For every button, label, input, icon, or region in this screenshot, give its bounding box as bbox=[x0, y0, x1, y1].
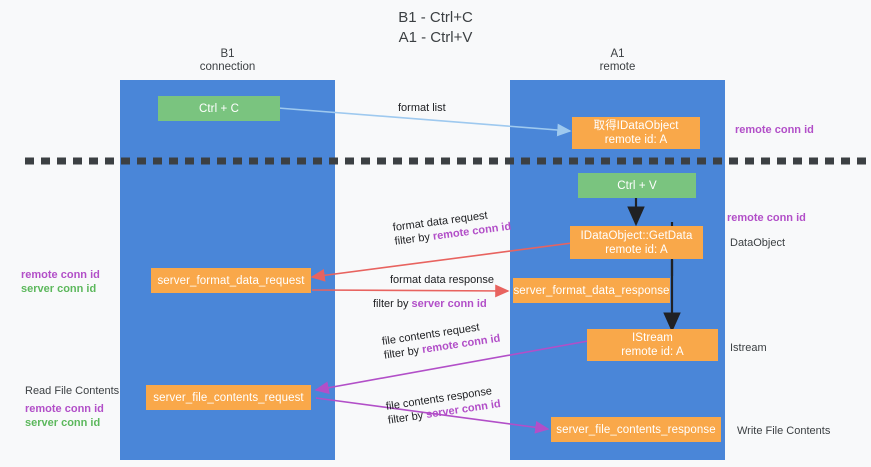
edge-label-format-data-response: format data response bbox=[390, 273, 494, 287]
annotation-left-server-conn-id-mid-text: server conn id bbox=[21, 283, 97, 295]
diagram-title: B1 - Ctrl+C A1 - Ctrl+V bbox=[0, 8, 871, 48]
annotation-right-remote-conn-id-top: remote conn id bbox=[735, 123, 814, 137]
node-server-format-data-response[interactable]: server_format_data_response bbox=[513, 278, 670, 303]
annotation-left-remote-conn-id-low: remote conn id bbox=[25, 402, 104, 416]
annotation-right-istream: Istream bbox=[730, 341, 767, 355]
node-getdata-line2: remote id: A bbox=[605, 243, 668, 256]
edge-label-format-data-request: format data request filter by remote con… bbox=[392, 206, 512, 249]
node-get-dataobject-line1: 取得IDataObject bbox=[593, 120, 679, 132]
column-header-a1: A1 remote bbox=[510, 48, 725, 74]
annotation-left-read-file-contents-text: Read File Contents bbox=[25, 385, 120, 397]
node-istream-line2: remote id: A bbox=[621, 346, 684, 358]
node-ctrl-c[interactable]: Ctrl + C bbox=[158, 96, 280, 121]
column-header-a1-role: remote bbox=[599, 61, 636, 73]
title-line-1: B1 - Ctrl+C bbox=[398, 9, 473, 26]
annotation-right-remote-conn-id-mid: remote conn id bbox=[727, 211, 806, 225]
annotation-right-remote-conn-id-top-text: remote conn id bbox=[735, 124, 814, 136]
edge-label-format-list-text: format list bbox=[398, 102, 446, 114]
node-server-format-data-request-label: server_format_data_request bbox=[157, 274, 305, 287]
node-server-format-data-request[interactable]: server_format_data_request bbox=[151, 268, 311, 293]
column-header-b1-name: B1 bbox=[220, 48, 235, 60]
node-server-file-contents-request[interactable]: server_file_contents_request bbox=[146, 385, 311, 410]
node-ctrl-v-label: Ctrl + V bbox=[617, 179, 657, 192]
annotation-left-server-conn-id-mid: server conn id bbox=[21, 282, 96, 296]
annotation-right-remote-conn-id-mid-text: remote conn id bbox=[727, 212, 806, 224]
annotation-left-remote-conn-id-low-text: remote conn id bbox=[25, 403, 104, 415]
node-server-file-contents-response-label: server_file_contents_response bbox=[556, 423, 716, 436]
arrow-format-data-response bbox=[311, 284, 510, 298]
annotation-left-server-conn-id-low: server conn id bbox=[25, 416, 100, 430]
node-server-file-contents-request-label: server_file_contents_request bbox=[153, 391, 304, 404]
annotation-right-write-file-contents-text: Write File Contents bbox=[737, 425, 831, 437]
annotation-right-dataobject: DataObject bbox=[730, 236, 785, 250]
annotation-right-dataobject-text: DataObject bbox=[730, 237, 786, 249]
edge-label-format-data-response-filter: filter by server conn id bbox=[373, 297, 487, 311]
edge-label-format-data-response-prefix: filter by bbox=[373, 298, 412, 310]
node-getdata-line1: IDataObject::GetData bbox=[580, 229, 693, 242]
annotation-left-remote-conn-id-mid-text: remote conn id bbox=[21, 269, 100, 281]
edge-label-file-contents-response: file contents response filter by server … bbox=[385, 383, 502, 428]
node-server-file-contents-response[interactable]: server_file_contents_response bbox=[551, 417, 721, 442]
node-getdata[interactable]: IDataObject::GetData remote id: A bbox=[570, 226, 703, 259]
node-ctrl-c-label: Ctrl + C bbox=[198, 102, 240, 115]
node-get-dataobject-line2: remote id: A bbox=[604, 134, 668, 146]
annotation-left-read-file-contents: Read File Contents bbox=[25, 384, 119, 398]
annotation-right-write-file-contents: Write File Contents bbox=[737, 424, 830, 438]
annotation-right-istream-text: Istream bbox=[730, 342, 767, 354]
column-header-a1-name: A1 bbox=[610, 48, 625, 60]
column-header-b1: B1 connection bbox=[120, 48, 335, 74]
node-server-format-data-response-label: server_format_data_response bbox=[513, 284, 670, 297]
edge-label-format-data-response-line1: format data response bbox=[390, 274, 494, 286]
edge-label-file-contents-request: file contents request filter by remote c… bbox=[381, 318, 501, 363]
node-istream[interactable]: IStream remote id: A bbox=[587, 329, 718, 361]
annotation-left-remote-conn-id-mid: remote conn id bbox=[21, 268, 100, 282]
column-header-b1-role: connection bbox=[199, 61, 256, 73]
title-line-2: A1 - Ctrl+V bbox=[398, 29, 473, 46]
edge-label-format-data-request-prefix: filter by bbox=[393, 230, 434, 248]
edge-label-format-list: format list bbox=[398, 101, 446, 115]
node-ctrl-v[interactable]: Ctrl + V bbox=[578, 173, 696, 198]
annotation-left-server-conn-id-low-text: server conn id bbox=[25, 417, 101, 429]
node-istream-line1: IStream bbox=[632, 332, 673, 344]
node-get-dataobject[interactable]: 取得IDataObject remote id: A bbox=[572, 117, 700, 149]
edge-label-format-data-response-key: server conn id bbox=[411, 298, 487, 310]
